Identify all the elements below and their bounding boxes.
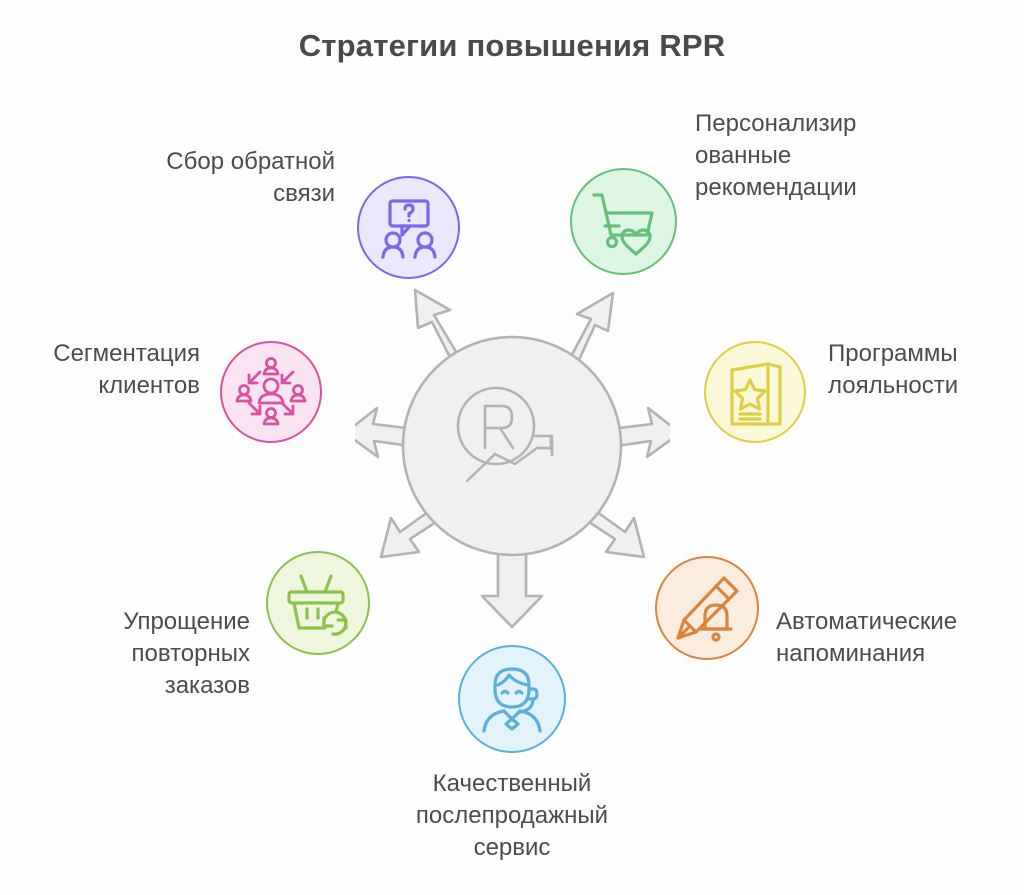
support-agent-headset-icon bbox=[482, 667, 542, 733]
node-icon-feedback[interactable] bbox=[357, 176, 460, 279]
node-icon-reorder[interactable] bbox=[266, 551, 370, 655]
node-icon-segmentation[interactable] bbox=[220, 341, 322, 443]
feedback-question-people-icon bbox=[380, 198, 437, 259]
node-label-feedback: Сбор обратной связи bbox=[166, 148, 335, 207]
node-label-aftersales: Качественный послепродажный сервис bbox=[415, 770, 609, 861]
customer-segmentation-icon bbox=[235, 357, 307, 426]
node-label-segmentation: Сегментация клиентов bbox=[53, 340, 200, 399]
node-label-reminders: Автоматические напоминания bbox=[776, 608, 958, 667]
basket-refresh-icon bbox=[287, 574, 348, 636]
loyalty-card-star-icon bbox=[730, 362, 782, 426]
node-label-personalized: Персонализир ованные рекомендации bbox=[695, 110, 857, 201]
rpr-growth-hub-icon bbox=[343, 278, 682, 633]
node-label-loyalty: Программы лояльности bbox=[828, 340, 959, 399]
node-icon-loyalty[interactable] bbox=[704, 341, 806, 443]
page-title: Стратегии повышения RPR bbox=[298, 28, 726, 63]
node-icon-reminders[interactable] bbox=[655, 556, 759, 660]
pencil-bell-reminder-icon bbox=[676, 576, 739, 642]
node-label-reorder: Упрощение повторных заказов bbox=[123, 608, 250, 699]
node-icon-aftersales[interactable] bbox=[458, 645, 566, 753]
cart-heart-icon bbox=[591, 192, 654, 256]
node-icon-personalized[interactable] bbox=[570, 168, 677, 275]
